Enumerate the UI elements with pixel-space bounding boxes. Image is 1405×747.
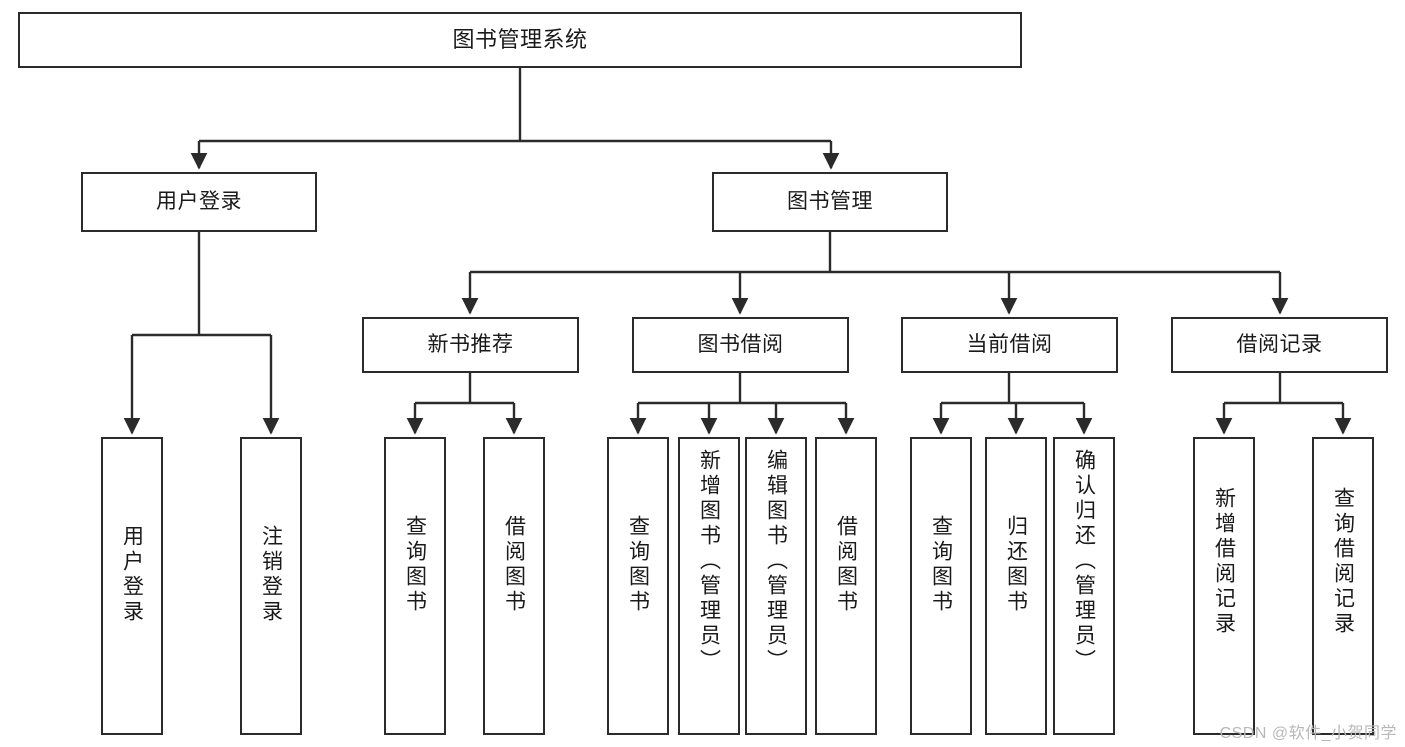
node-label: 图书管理系统 [452, 27, 588, 53]
node-leaf-confirm-return[interactable]: 确认归还（管理员） [1053, 437, 1115, 735]
node-label: 借阅记录 [1236, 332, 1323, 356]
node-label: 确认归还（管理员） [1072, 449, 1096, 674]
node-label: 用户登录 [120, 525, 144, 625]
node-label: 归还图书 [1004, 515, 1028, 615]
node-leaf-add-record[interactable]: 新增借阅记录 [1193, 437, 1255, 735]
node-leaf-edit-book[interactable]: 编辑图书（管理员） [745, 437, 807, 735]
node-label: 新书推荐 [427, 332, 514, 356]
node-current-borrow[interactable]: 当前借阅 [901, 317, 1118, 373]
node-leaf-borrow-book-1[interactable]: 借阅图书 [483, 437, 545, 735]
node-label: 查询图书 [403, 515, 427, 615]
node-label: 新增借阅记录 [1212, 487, 1236, 637]
node-leaf-query-book-2[interactable]: 查询图书 [607, 437, 669, 735]
node-new-book-recommend[interactable]: 新书推荐 [362, 317, 579, 373]
node-leaf-user-login[interactable]: 用户登录 [101, 437, 163, 735]
node-label: 用户登录 [156, 189, 242, 213]
node-label: 新增图书（管理员） [697, 449, 721, 674]
node-label: 借阅图书 [834, 515, 858, 615]
node-label: 编辑图书（管理员） [764, 449, 788, 674]
node-leaf-query-book-1[interactable]: 查询图书 [384, 437, 446, 735]
node-label: 查询图书 [929, 515, 953, 615]
node-label: 查询借阅记录 [1331, 487, 1355, 637]
node-book-borrow[interactable]: 图书借阅 [632, 317, 849, 373]
node-label: 注销登录 [259, 525, 283, 625]
node-leaf-add-book[interactable]: 新增图书（管理员） [678, 437, 740, 735]
node-leaf-query-record[interactable]: 查询借阅记录 [1312, 437, 1374, 735]
node-user-login[interactable]: 用户登录 [81, 172, 317, 232]
node-root-system[interactable]: 图书管理系统 [18, 12, 1022, 68]
node-leaf-logout[interactable]: 注销登录 [240, 437, 302, 735]
node-label: 图书管理 [787, 189, 873, 213]
node-label: 查询图书 [626, 515, 650, 615]
node-book-manage[interactable]: 图书管理 [712, 172, 948, 232]
node-label: 图书借阅 [697, 332, 784, 356]
node-leaf-query-book-3[interactable]: 查询图书 [910, 437, 972, 735]
node-leaf-return-book[interactable]: 归还图书 [985, 437, 1047, 735]
node-leaf-borrow-book-2[interactable]: 借阅图书 [815, 437, 877, 735]
csdn-watermark: CSDN @软件_小贺同学 [1219, 725, 1397, 742]
node-borrow-record[interactable]: 借阅记录 [1171, 317, 1388, 373]
node-label: 借阅图书 [502, 515, 526, 615]
node-label: 当前借阅 [966, 332, 1053, 356]
